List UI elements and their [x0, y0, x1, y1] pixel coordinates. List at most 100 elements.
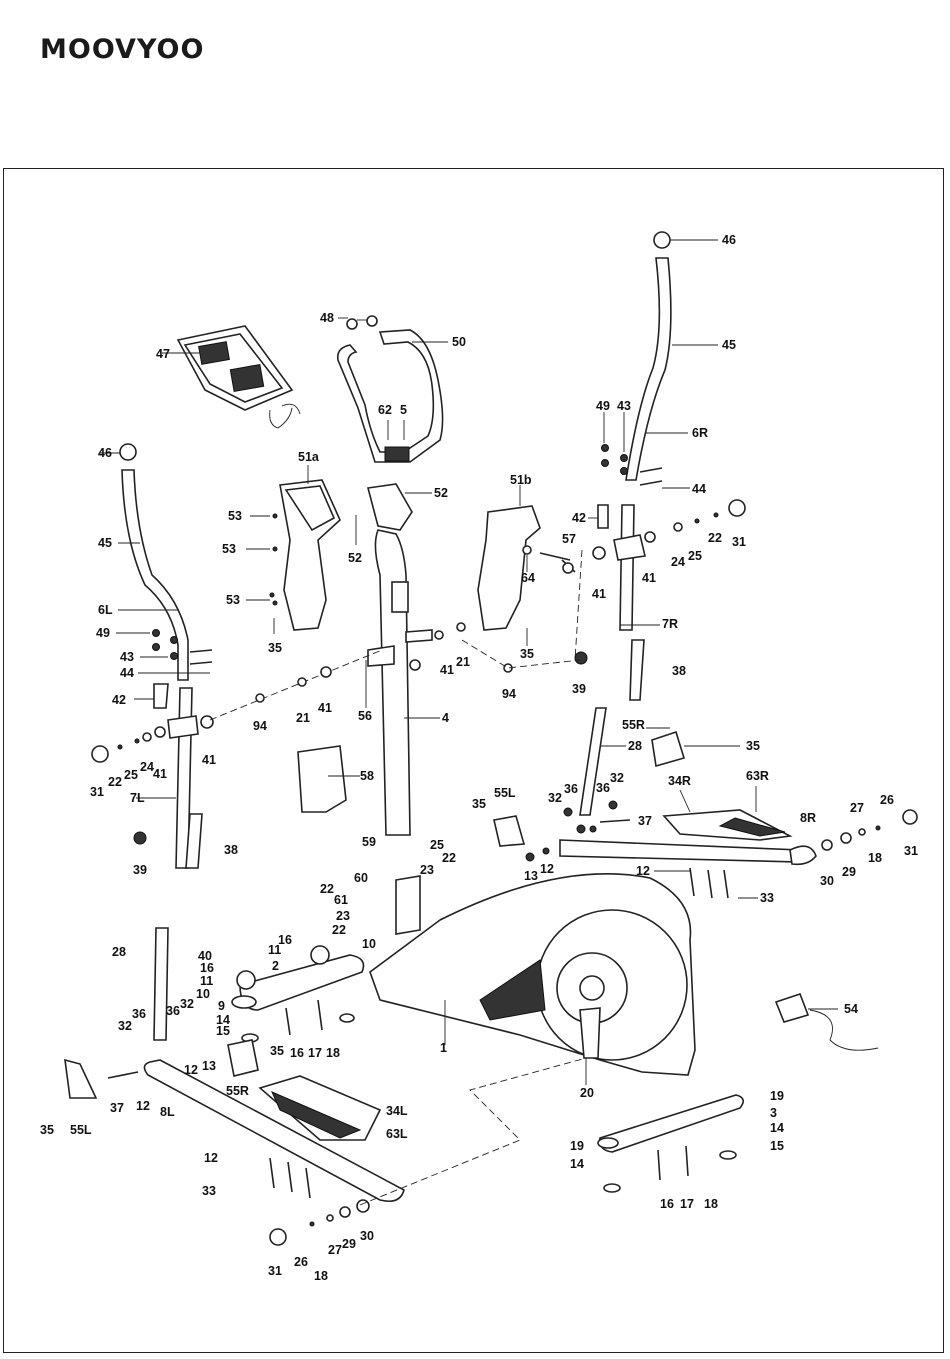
part-label-5: 5	[400, 403, 407, 417]
left-lower-arm	[64, 927, 405, 1246]
part-label-60: 60	[354, 871, 368, 885]
part-label-15a: 15	[216, 1024, 230, 1038]
part-label-35e: 35	[270, 1044, 284, 1058]
part-label-24r: 24	[671, 555, 685, 569]
part-label-28r: 28	[628, 739, 642, 753]
part-label-9: 9	[218, 999, 225, 1013]
part-label-19a: 19	[770, 1089, 784, 1103]
part-label-39r: 39	[572, 682, 586, 696]
part-label-35a: 35	[268, 641, 282, 655]
part-label-15b: 15	[770, 1139, 784, 1153]
part-label-27r: 27	[850, 801, 864, 815]
part-label-12b: 12	[136, 1099, 150, 1113]
part-label-61: 61	[334, 893, 348, 907]
part-label-44l: 44	[120, 666, 134, 680]
part-label-19b: 19	[570, 1139, 584, 1153]
part-label-55Lb: 55L	[70, 1123, 92, 1137]
part-label-53b: 53	[222, 542, 236, 556]
part-label-31r: 31	[732, 535, 746, 549]
part-label-22d: 22	[320, 882, 334, 896]
part-label-4: 4	[442, 711, 449, 725]
part-label-41l2: 41	[153, 767, 167, 781]
part-label-44r: 44	[692, 482, 706, 496]
part-label-52b: 52	[348, 551, 362, 565]
part-label-56: 56	[358, 709, 372, 723]
part-label-37r: 37	[638, 814, 652, 828]
left-pivot-assembly	[91, 649, 383, 869]
part-label-21r: 21	[456, 655, 470, 669]
part-label-47: 47	[156, 347, 170, 361]
part-label-3: 3	[770, 1106, 777, 1120]
part-label-36a: 36	[564, 782, 578, 796]
part-label-63R: 63R	[746, 769, 769, 783]
part-label-52a: 52	[434, 486, 448, 500]
part-label-49l: 49	[96, 626, 110, 640]
part-label-12a: 12	[184, 1063, 198, 1077]
main-frame	[369, 873, 696, 1085]
part-label-40: 40	[198, 949, 212, 963]
part-label-18a: 18	[326, 1046, 340, 1060]
part-label-8R: 8R	[800, 811, 816, 825]
part-label-53a: 53	[228, 509, 242, 523]
part-label-49r: 49	[596, 399, 610, 413]
part-label-23b: 23	[336, 909, 350, 923]
part-label-38l: 38	[224, 843, 238, 857]
part-label-46l: 46	[98, 446, 112, 460]
part-label-6R: 6R	[692, 426, 708, 440]
part-label-64: 64	[521, 571, 535, 585]
part-label-53c: 53	[226, 593, 240, 607]
part-label-18b: 18	[704, 1197, 718, 1211]
part-label-31l2: 31	[268, 1264, 282, 1278]
part-label-36c: 36	[132, 1007, 146, 1021]
mast-hardware	[297, 622, 581, 813]
part-label-27l: 27	[328, 1243, 342, 1257]
part-label-42r: 42	[572, 511, 586, 525]
part-label-16a: 16	[278, 933, 292, 947]
part-label-24l: 24	[140, 760, 154, 774]
right-pivot-assembly	[539, 499, 746, 701]
part-label-10b: 10	[196, 987, 210, 1001]
brand-logo: MOOVYOO	[40, 34, 205, 65]
part-label-41r2: 41	[642, 571, 656, 585]
part-label-22r: 22	[708, 531, 722, 545]
part-label-11b: 11	[200, 974, 213, 988]
part-label-7L: 7L	[130, 791, 145, 805]
diagram-frame	[3, 168, 944, 1353]
part-label-6L: 6L	[98, 603, 113, 617]
right-lower-arm	[493, 707, 918, 899]
part-label-55Rt: 55R	[622, 718, 645, 732]
part-label-50: 50	[452, 335, 466, 349]
upper-handlebar	[336, 315, 448, 463]
part-label-32d: 32	[180, 997, 194, 1011]
part-label-17b: 17	[680, 1197, 694, 1211]
part-label-10a: 10	[362, 937, 376, 951]
part-label-35f: 35	[40, 1123, 54, 1137]
part-label-21l: 21	[296, 711, 310, 725]
part-label-25r: 25	[688, 549, 702, 563]
part-label-8L: 8L	[160, 1105, 175, 1119]
part-label-31l: 31	[90, 785, 104, 799]
part-label-41r1: 41	[592, 587, 606, 601]
part-label-51a: 51a	[298, 450, 320, 464]
part-label-94l: 94	[253, 719, 267, 733]
console-display	[162, 325, 301, 429]
part-label-12r2: 12	[636, 864, 650, 878]
part-label-20: 20	[580, 1086, 594, 1100]
part-label-13r: 13	[524, 869, 538, 883]
part-label-29r: 29	[842, 865, 856, 879]
part-label-14b: 14	[770, 1121, 784, 1135]
part-label-51b: 51b	[510, 473, 532, 487]
part-label-63L: 63L	[386, 1127, 408, 1141]
part-label-22e: 22	[332, 923, 346, 937]
rear-stabilizer	[231, 945, 365, 1043]
part-label-36d: 36	[166, 1004, 180, 1018]
part-label-41l3: 41	[202, 753, 216, 767]
part-label-35c: 35	[746, 739, 760, 753]
part-label-31r2: 31	[904, 844, 918, 858]
part-label-25l: 25	[124, 768, 138, 782]
part-label-45r: 45	[722, 338, 736, 352]
part-label-12r: 12	[540, 862, 554, 876]
part-label-17a: 17	[308, 1046, 322, 1060]
part-label-37l: 37	[110, 1101, 124, 1115]
